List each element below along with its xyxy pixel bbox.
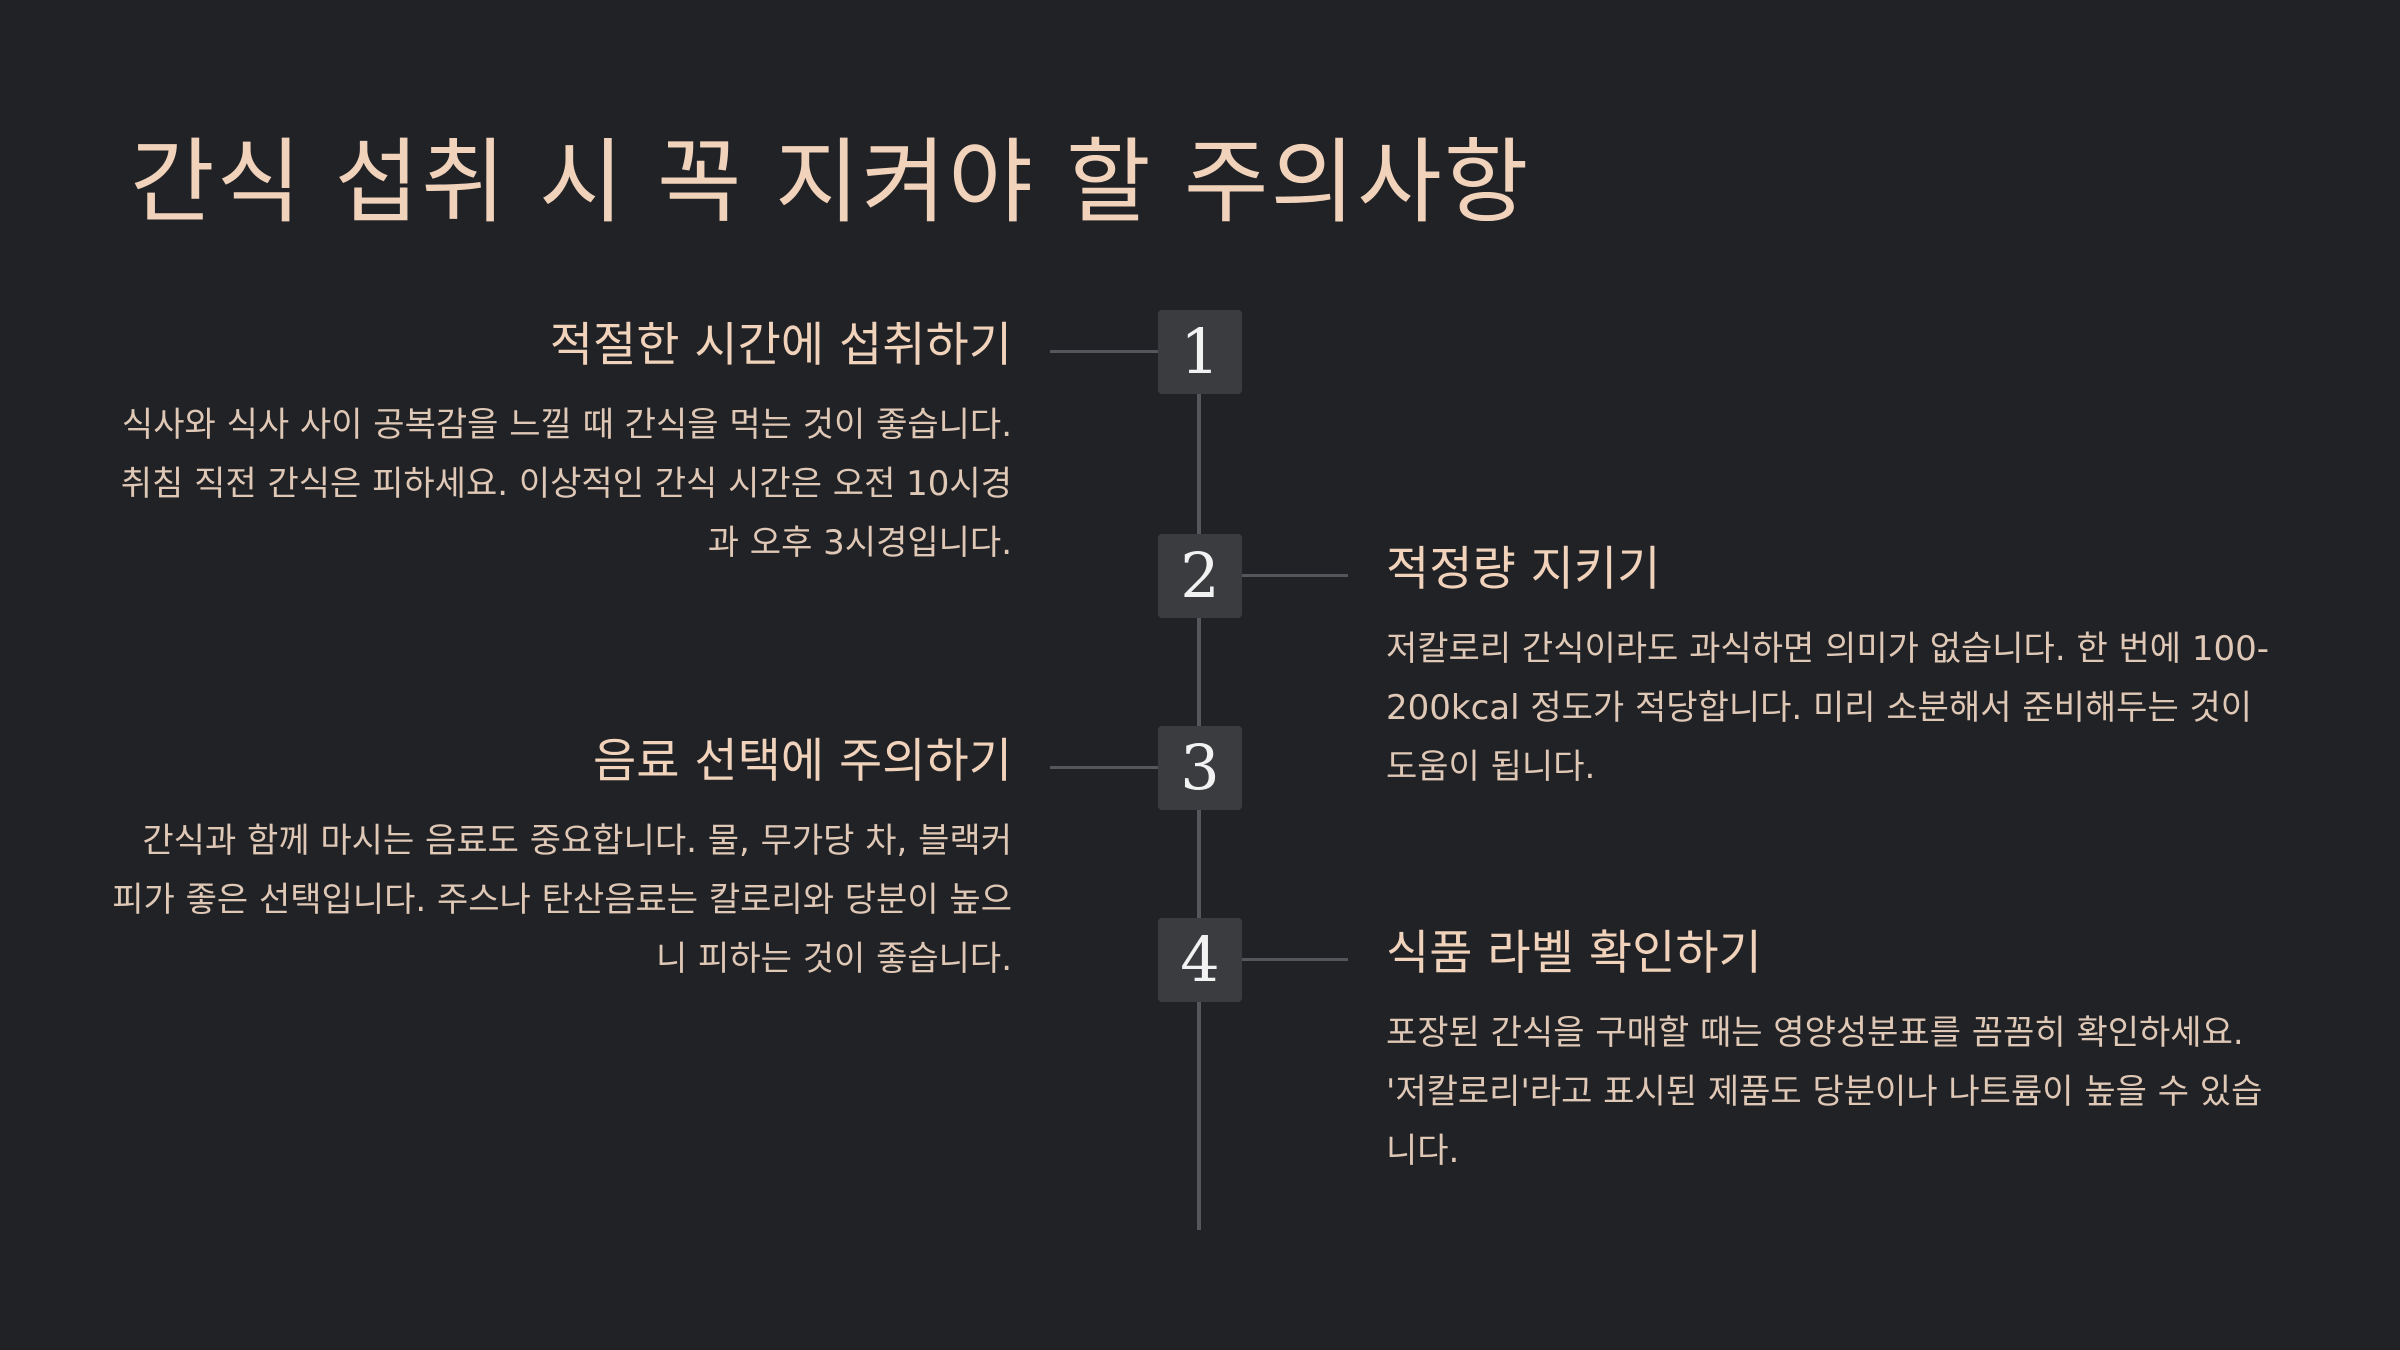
step-3-item: 음료 선택에 주의하기 간식과 함께 마시는 음료도 중요합니다. 물, 무가당… (112, 734, 1012, 989)
step-2-heading: 적정량 지키기 (1386, 542, 1661, 597)
page-title: 간식 섭취 시 꼭 지켜야 할 주의사항 (130, 129, 1531, 236)
step-3-description: 간식과 함께 마시는 음료도 중요합니다. 물, 무가당 차, 블랙커피가 좋은… (112, 821, 1012, 980)
step-1-connector (1050, 350, 1158, 353)
step-4-description: 포장된 간식을 구매할 때는 영양성분표를 꼼꼼히 확인하세요. '저칼로리'라… (1386, 1013, 2263, 1172)
step-1-heading: 적절한 시간에 섭취하기 (549, 318, 1012, 373)
step-2-number-badge: 2 (1158, 534, 1242, 618)
step-4-connector (1240, 958, 1348, 961)
step-4-number-badge: 4 (1158, 918, 1242, 1002)
step-1-item: 적절한 시간에 섭취하기 식사와 식사 사이 공복감을 느낄 때 간식을 먹는 … (112, 318, 1012, 573)
step-3-heading: 음료 선택에 주의하기 (592, 734, 1012, 789)
step-3-number-badge: 3 (1158, 726, 1242, 810)
step-3-connector (1050, 766, 1158, 769)
step-1-number-badge: 1 (1158, 310, 1242, 394)
step-4-heading: 식품 라벨 확인하기 (1386, 926, 1762, 981)
step-2-item: 적정량 지키기 저칼로리 간식이라도 과식하면 의미가 없습니다. 한 번에 1… (1386, 542, 2286, 797)
step-2-description: 저칼로리 간식이라도 과식하면 의미가 없습니다. 한 번에 100-200kc… (1386, 629, 2270, 788)
step-1-description: 식사와 식사 사이 공복감을 느낄 때 간식을 먹는 것이 좋습니다. 취침 직… (120, 405, 1012, 564)
step-4-item: 식품 라벨 확인하기 포장된 간식을 구매할 때는 영양성분표를 꼼꼼히 확인하… (1386, 926, 2286, 1181)
step-2-connector (1240, 574, 1348, 577)
